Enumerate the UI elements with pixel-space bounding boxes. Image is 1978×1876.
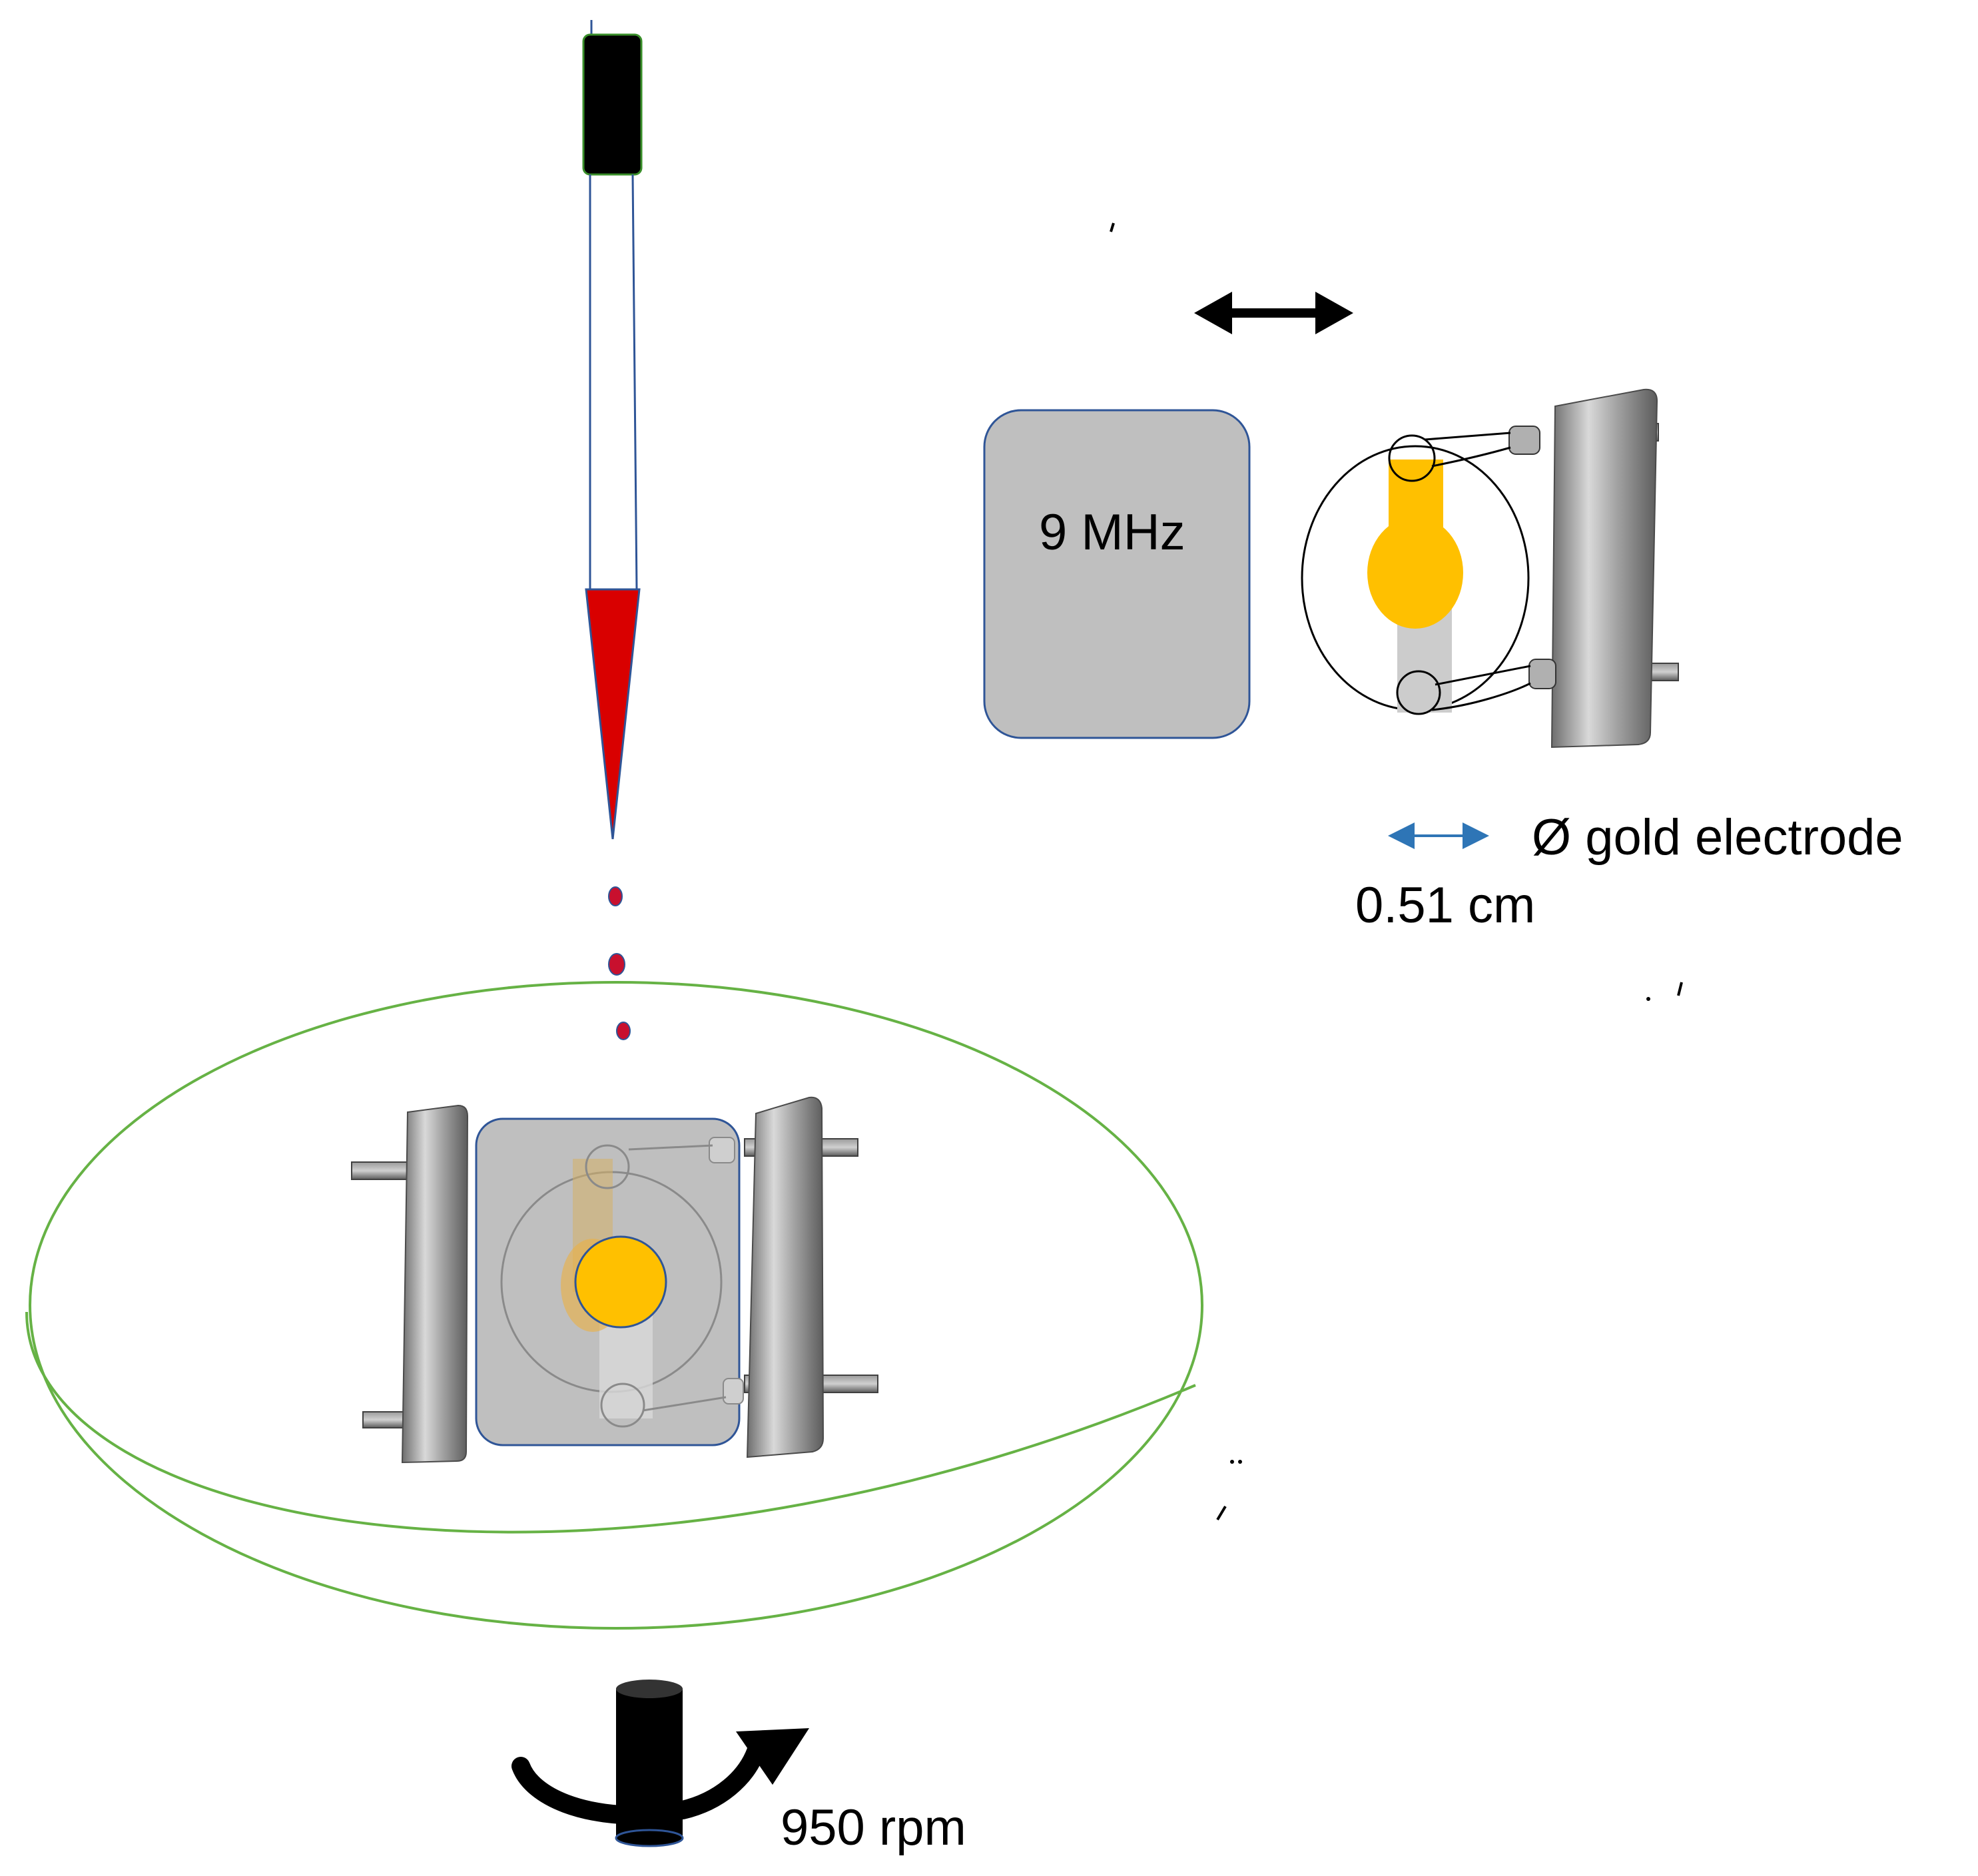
pipette-plunger — [582, 33, 643, 176]
frequency-box — [983, 409, 1251, 739]
gold-electrode — [1367, 517, 1463, 629]
electrode-diameter-label: 0.51 cm — [1355, 877, 1535, 934]
pipette-icon — [582, 20, 643, 840]
droplet — [608, 886, 623, 906]
pipette-tip — [585, 588, 641, 840]
gold-electrode — [574, 1235, 667, 1329]
electrode-label: Ø gold electrode — [1532, 809, 1903, 866]
frequency-label: 9 MHz — [1039, 504, 1185, 561]
droplet — [616, 1022, 631, 1040]
rotation-arrow-icon — [511, 1728, 809, 1825]
spin-plate — [25, 981, 1203, 1630]
crystal-holder-on-plate — [351, 1096, 878, 1464]
spin-speed-label: 950 rpm — [781, 1799, 966, 1856]
crystal-holder-side — [1301, 388, 1679, 749]
double-arrow-icon — [1194, 292, 1353, 334]
droplets — [608, 886, 631, 1040]
droplet — [608, 953, 625, 976]
